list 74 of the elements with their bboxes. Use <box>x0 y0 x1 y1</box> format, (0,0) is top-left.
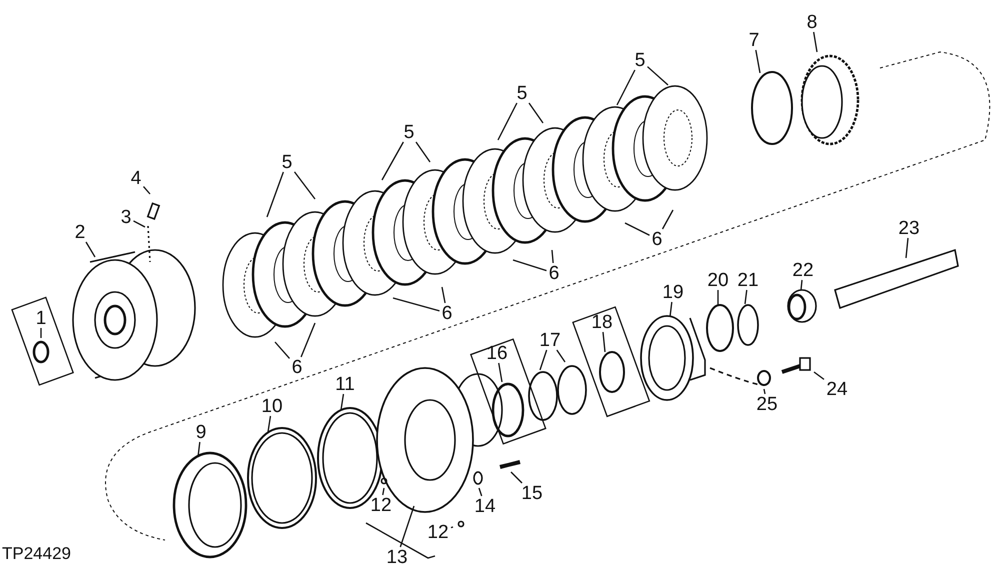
leader-line <box>497 102 518 140</box>
callout-number: 15 <box>519 483 545 503</box>
callout-number: 5 <box>280 152 294 172</box>
leader-line <box>800 280 803 290</box>
leader-line <box>450 526 454 528</box>
leader-line <box>392 297 440 312</box>
callout-number: 13 <box>384 547 410 567</box>
leader-line <box>717 290 719 306</box>
callout-number: 25 <box>754 394 780 414</box>
callout-number: 20 <box>705 270 731 290</box>
leader-line <box>381 142 404 180</box>
callout-number: 6 <box>440 303 454 323</box>
leader-line <box>744 290 748 304</box>
leader-line <box>814 371 824 380</box>
leader-line <box>274 342 290 359</box>
leader-line <box>528 102 544 124</box>
callout-number: 6 <box>546 263 562 283</box>
leader-line <box>755 50 761 74</box>
callout-number: 10 <box>259 396 285 416</box>
figure-code: TP24429 <box>2 545 71 562</box>
callout-number: 16 <box>484 343 510 363</box>
leader-line <box>551 250 554 264</box>
leader-line <box>133 220 146 228</box>
callout-number: 12 <box>368 495 394 515</box>
leader-line <box>510 472 522 484</box>
leader-line <box>662 210 674 230</box>
callout-number: 8 <box>804 12 820 32</box>
callout-number: 6 <box>650 229 664 249</box>
callout-number: 23 <box>896 218 922 238</box>
leader-line <box>813 32 818 52</box>
callout-number: 9 <box>194 422 208 442</box>
leader-line <box>512 259 547 272</box>
leader-line <box>294 172 316 200</box>
leader-line <box>415 142 431 162</box>
callout-number: 1 <box>34 308 48 328</box>
callout-number: 12 <box>425 522 451 542</box>
leader-line <box>647 66 668 86</box>
callout-number: 11 <box>332 374 358 394</box>
callout-number: 3 <box>118 207 134 227</box>
leader-line <box>40 328 42 338</box>
callout-number: 18 <box>589 312 615 332</box>
leader-line <box>556 350 566 362</box>
callout-number: 5 <box>514 83 530 103</box>
leader-line <box>478 488 482 496</box>
leader-line <box>763 388 766 394</box>
leader-line <box>624 222 650 236</box>
leader-line <box>197 442 200 458</box>
callout-number: 17 <box>537 330 563 350</box>
leader-line <box>85 242 96 258</box>
leader-line <box>441 286 446 304</box>
callout-number: 5 <box>632 50 648 70</box>
leader-line <box>905 238 909 258</box>
leader-line <box>400 506 415 548</box>
leader-line <box>267 416 272 432</box>
callout-number: 2 <box>72 222 88 242</box>
callout-number: 6 <box>290 357 304 377</box>
leader-line <box>340 394 344 410</box>
leader-line <box>300 322 316 358</box>
leader-line <box>498 362 503 382</box>
callout-number: 24 <box>824 379 850 399</box>
leader-line <box>669 302 672 318</box>
leader-line <box>539 350 548 370</box>
leader-line <box>143 186 150 194</box>
callout-number: 7 <box>746 30 762 50</box>
leader-line <box>266 172 284 218</box>
callout-number: 19 <box>660 282 686 302</box>
callout-number: 14 <box>472 496 498 516</box>
leader-line <box>382 488 385 496</box>
leader-line <box>602 332 606 352</box>
callout-number: 5 <box>402 122 416 142</box>
leader-line <box>616 70 636 106</box>
callout-number: 22 <box>790 260 816 280</box>
callout-number: 4 <box>128 168 144 188</box>
callout-number: 21 <box>735 270 761 290</box>
